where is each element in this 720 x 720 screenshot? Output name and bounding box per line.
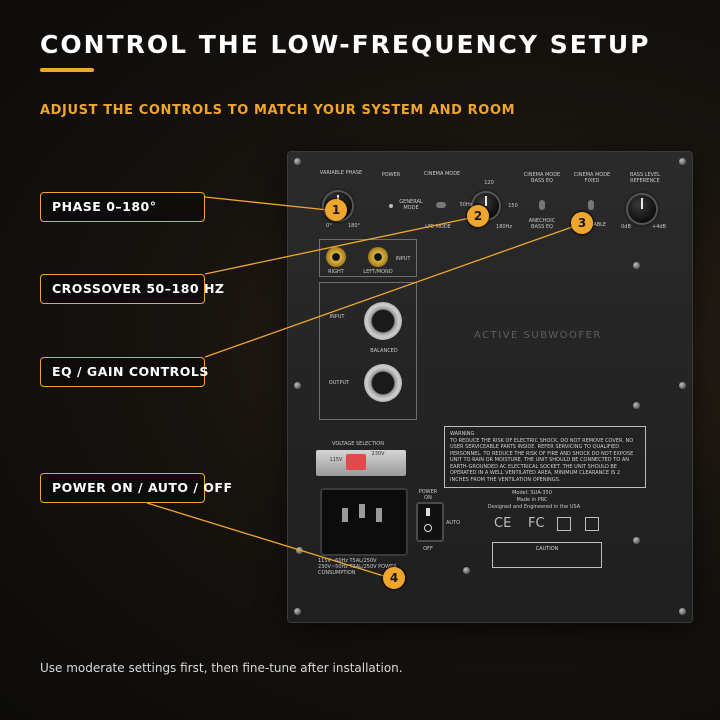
variable-phase-label: VARIABLE PHASE <box>319 170 363 176</box>
lfe-mode-label: LFE MODE <box>425 224 451 230</box>
panel-screw <box>679 158 686 165</box>
cinema-fixed-label: CINEMA MODE FIXED <box>573 172 611 184</box>
panel-screw <box>463 567 470 574</box>
power-on-label: POWER ON <box>418 489 438 501</box>
off-label: OFF <box>423 546 433 552</box>
panel-screw <box>633 402 640 409</box>
iec-pin <box>376 508 382 522</box>
panel-screw <box>633 262 640 269</box>
power-callout: POWER ON / AUTO / OFF <box>40 473 232 503</box>
power-spec-label: 115V~60Hz T5AL/250V 230V~50Hz T3AL/250V … <box>318 558 397 576</box>
bass-level-knob[interactable] <box>628 195 656 223</box>
freq-180-label: 180Hz <box>496 224 512 230</box>
warning-text: TO REDUCE THE RISK OF ELECTRIC SHOCK, DO… <box>450 437 634 482</box>
voltage-selection-label: VOLTAGE SELECTION <box>332 441 384 447</box>
power-rocker-mark <box>424 524 432 532</box>
xlr-output-jack[interactable] <box>364 364 402 402</box>
panel-screw <box>294 608 301 615</box>
recycle-icon <box>557 517 571 531</box>
page-subtitle: ADJUST THE CONTROLS TO MATCH YOUR SYSTEM… <box>40 103 516 118</box>
callout-badge-2: 2 <box>467 205 489 227</box>
brand-label: ACTIVE SUBWOOFER <box>474 330 602 341</box>
crossover-callout: CROSSOVER 50–180 HZ <box>40 274 224 304</box>
mode-switch[interactable] <box>436 202 446 208</box>
power-led <box>389 204 393 208</box>
amplifier-panel: VARIABLE PHASE 0° 180° POWER CINEMA MODE… <box>288 152 692 622</box>
title-underline <box>40 68 94 72</box>
fc-mark: FC <box>528 516 545 531</box>
voltage-115-label: 115V <box>329 457 343 463</box>
leader-line-3 <box>204 225 576 358</box>
made-in-label: Made in PRC <box>516 497 548 503</box>
rca-right-label: RIGHT <box>328 269 344 275</box>
iec-pin <box>359 504 365 518</box>
bass-eq-switch[interactable] <box>539 200 545 210</box>
db-max-label: +4dB <box>652 224 666 230</box>
iec-pin <box>342 508 348 522</box>
freq-120-label: 120 <box>484 180 494 186</box>
freq-50-label: 50Hz <box>459 202 473 208</box>
xlr-box <box>319 282 417 420</box>
leader-line-4 <box>146 502 385 577</box>
db-min-label: 0dB <box>621 224 631 230</box>
rca-left-jack[interactable] <box>368 247 388 267</box>
power-rocker-mark <box>426 508 430 516</box>
footer-note: Use moderate settings first, then fine-t… <box>40 661 403 675</box>
phase-callout: PHASE 0–180° <box>40 192 205 222</box>
designed-label: Designed and Engineered in the USA <box>487 504 581 510</box>
voltage-switch[interactable] <box>346 454 366 470</box>
general-mode-label: GENERAL MODE <box>399 199 423 211</box>
panel-screw <box>679 608 686 615</box>
anechoic-bass-eq-label: ANECHOIC BASS EQ <box>528 218 556 230</box>
callout-badge-4: 4 <box>383 567 405 589</box>
ce-mark: CE <box>494 516 512 531</box>
panel-screw <box>633 537 640 544</box>
leader-line-2 <box>204 217 471 275</box>
page-title: CONTROL THE LOW-FREQUENCY SETUP <box>40 30 651 59</box>
cinema-mode-label: CINEMA MODE <box>423 171 461 177</box>
variable-label: VARIABLE <box>581 222 607 228</box>
bass-level-label: BASS LEVEL REFERENCE <box>629 172 661 184</box>
power-rocker-switch[interactable] <box>416 502 444 542</box>
iec-power-socket[interactable] <box>320 488 408 556</box>
rca-input-label: INPUT <box>395 256 411 262</box>
phase-min-label: 0° <box>326 223 332 229</box>
panel-screw <box>294 382 301 389</box>
voltage-230-label: 230V <box>371 451 385 457</box>
rca-left-label: LEFT/MONO <box>363 269 393 275</box>
callout-badge-1: 1 <box>325 199 347 221</box>
weee-icon <box>585 517 599 531</box>
auto-label: AUTO <box>445 520 461 526</box>
xlr-input-jack[interactable] <box>364 302 402 340</box>
panel-screw <box>679 382 686 389</box>
panel-screw <box>294 158 301 165</box>
warning-title: WARNING <box>450 431 475 437</box>
balanced-label: BALANCED <box>370 348 398 354</box>
warning-label-box: WARNING TO REDUCE THE RISK OF ELECTRIC S… <box>444 426 646 488</box>
callout-badge-3: 3 <box>571 212 593 234</box>
rca-right-jack[interactable] <box>326 247 346 267</box>
phase-max-label: 180° <box>347 223 361 229</box>
xlr-output-label: OUTPUT <box>328 380 350 386</box>
caution-title: CAUTION <box>535 546 559 552</box>
caution-label-box: CAUTION <box>492 542 602 568</box>
eq-gain-callout: EQ / GAIN CONTROLS <box>40 357 208 387</box>
cinema-bass-eq-label: CINEMA MODE BASS EQ <box>523 172 561 184</box>
leader-line-1 <box>204 196 329 211</box>
power-led-label: POWER <box>381 172 401 178</box>
xlr-input-label: INPUT <box>329 314 345 320</box>
model-label: Model: SUA-350 <box>512 490 552 496</box>
gain-mode-switch[interactable] <box>588 200 594 210</box>
freq-150-label: 150 <box>508 203 518 209</box>
